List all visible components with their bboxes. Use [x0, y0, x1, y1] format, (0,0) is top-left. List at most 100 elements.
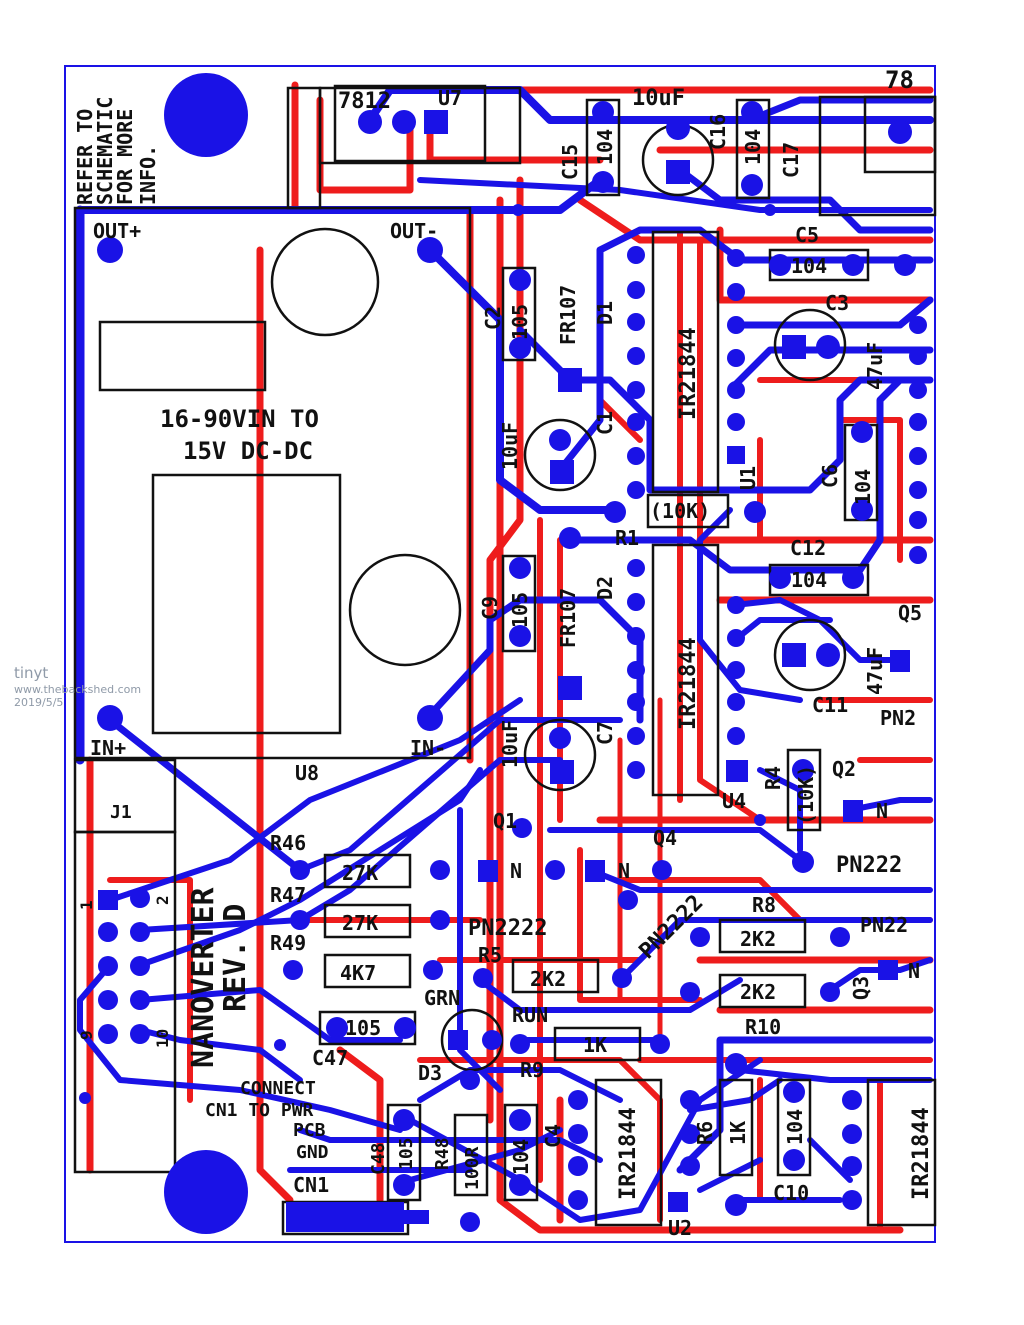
c17-value: 104: [741, 129, 765, 165]
q3-type: N: [908, 959, 920, 983]
cn1-label: CN1: [293, 1173, 329, 1197]
dcdc-module-outline: [73, 206, 472, 760]
r4-value: (10K): [794, 765, 818, 825]
out-minus-label: OUT-: [390, 219, 438, 243]
c2-label: C2: [481, 306, 505, 330]
u1-part: IR21844: [676, 327, 701, 420]
q1-label: Q1: [493, 809, 517, 833]
q5-label: Q5: [898, 601, 922, 625]
c10-value: 104: [783, 1109, 807, 1145]
note-line3: FOR MORE: [113, 109, 137, 205]
q1-type: N: [510, 859, 522, 883]
c48-label: C48: [368, 1142, 389, 1175]
q1-part: PN2222: [468, 916, 547, 941]
q3-label: Q3: [849, 976, 873, 1000]
c15-value: 104: [593, 129, 617, 165]
r48-value: 100R: [462, 1146, 483, 1190]
d1-label: D1: [593, 301, 617, 325]
q4-part: PN2222: [635, 890, 709, 964]
bottom-copper-traces: [75, 86, 934, 1223]
q2-part: PN222: [836, 853, 902, 878]
board-name: NANOVERTER: [186, 886, 221, 1068]
note-line4: INFO.: [136, 145, 160, 205]
d3-label: D3: [418, 1061, 442, 1085]
d2-label: D2: [593, 576, 617, 600]
u7-value: 7812: [338, 89, 391, 114]
u2-part: IR21844: [616, 1107, 641, 1200]
r1-label: R1: [615, 526, 639, 550]
note-line2: SCHEMATIC: [93, 97, 117, 205]
r46-value: 27K: [342, 861, 378, 885]
c47-value: 105: [345, 1016, 381, 1040]
c1-value: 10uF: [498, 422, 522, 470]
c4-label: C4: [541, 1124, 565, 1148]
q3-part: PN22: [860, 913, 908, 937]
d2-value: FR107: [556, 588, 580, 648]
c47-label: C47: [312, 1046, 348, 1070]
r10-value: 2K2: [740, 980, 776, 1004]
r47-value: 27K: [342, 911, 378, 935]
module-title-line2: 15V DC-DC: [183, 437, 313, 465]
q2-label: Q2: [832, 757, 856, 781]
connect-note-line3: PCB: [293, 1120, 326, 1141]
r48-label: R48: [432, 1137, 453, 1170]
c16-label: C16: [706, 114, 730, 150]
c1-label: C1: [593, 411, 617, 435]
module-title-line1: 16-90VIN TO: [160, 405, 319, 433]
c5-value: 104: [791, 254, 827, 278]
silkscreen-outlines: [73, 84, 937, 1236]
u7-label: U7: [438, 86, 462, 110]
connect-note-line4: GND: [296, 1142, 329, 1163]
r9-value: 1K: [583, 1033, 607, 1057]
r47-label: R47: [270, 883, 306, 907]
r8-label: R8: [752, 893, 776, 917]
watermark-date: 2019/5/5: [14, 696, 64, 709]
u2-label: U2: [668, 1216, 692, 1240]
c5-label: C5: [795, 223, 819, 247]
board-revision: REV. D: [218, 904, 253, 1012]
r5-value: 2K2: [530, 967, 566, 991]
c3-value: 47uF: [863, 342, 887, 390]
c17-label: C17: [779, 142, 803, 178]
c7-label: C7: [593, 721, 617, 745]
r49-label: R49: [270, 931, 306, 955]
cn1-pad: [286, 1202, 404, 1232]
in-plus-label: IN+: [90, 736, 126, 760]
q2-type: N: [876, 799, 888, 823]
r6-value: 1K: [726, 1121, 750, 1145]
r5-label: R5: [478, 943, 502, 967]
c10-label: C10: [773, 1181, 809, 1205]
c15-label: C15: [558, 144, 582, 180]
top-copper-traces: [86, 81, 934, 1234]
watermark-url: www.thebackshed.com: [14, 683, 142, 696]
c9-value: 105: [508, 592, 532, 628]
d3-color: GRN: [424, 986, 460, 1010]
c9-label: C9: [478, 596, 502, 620]
r4-label: R4: [761, 766, 785, 790]
r10-label: R10: [745, 1015, 781, 1039]
c48-value: 105: [396, 1137, 417, 1170]
board-outline: [64, 65, 936, 1243]
j1-pin9-label: 9: [77, 1030, 96, 1040]
mounting-hole-bottom: [164, 1150, 248, 1234]
c4-value: 104: [509, 1139, 533, 1175]
connect-note-line1: CONNECT: [240, 1078, 316, 1099]
c12-value: 104: [791, 568, 827, 592]
component-pads: [79, 101, 927, 1232]
r8-value: 2K2: [740, 927, 776, 951]
j1-pin2-label: 2: [153, 895, 172, 905]
mounting-hole-top: [164, 73, 248, 157]
q4-type: N: [618, 859, 630, 883]
j1-label: J1: [110, 802, 132, 823]
r46-label: R46: [270, 831, 306, 855]
r1-value: (10K): [650, 499, 710, 523]
u4-part: IR21844: [676, 637, 701, 730]
u8-label: U8: [295, 761, 319, 785]
c11-value: 47uF: [863, 647, 887, 695]
r6-label: R6: [693, 1121, 717, 1145]
j1-pin10-label: 10: [153, 1029, 172, 1048]
c11-label: C11: [812, 693, 848, 717]
r49-value: 4K7: [340, 961, 376, 985]
q5-part: PN2: [880, 706, 916, 730]
